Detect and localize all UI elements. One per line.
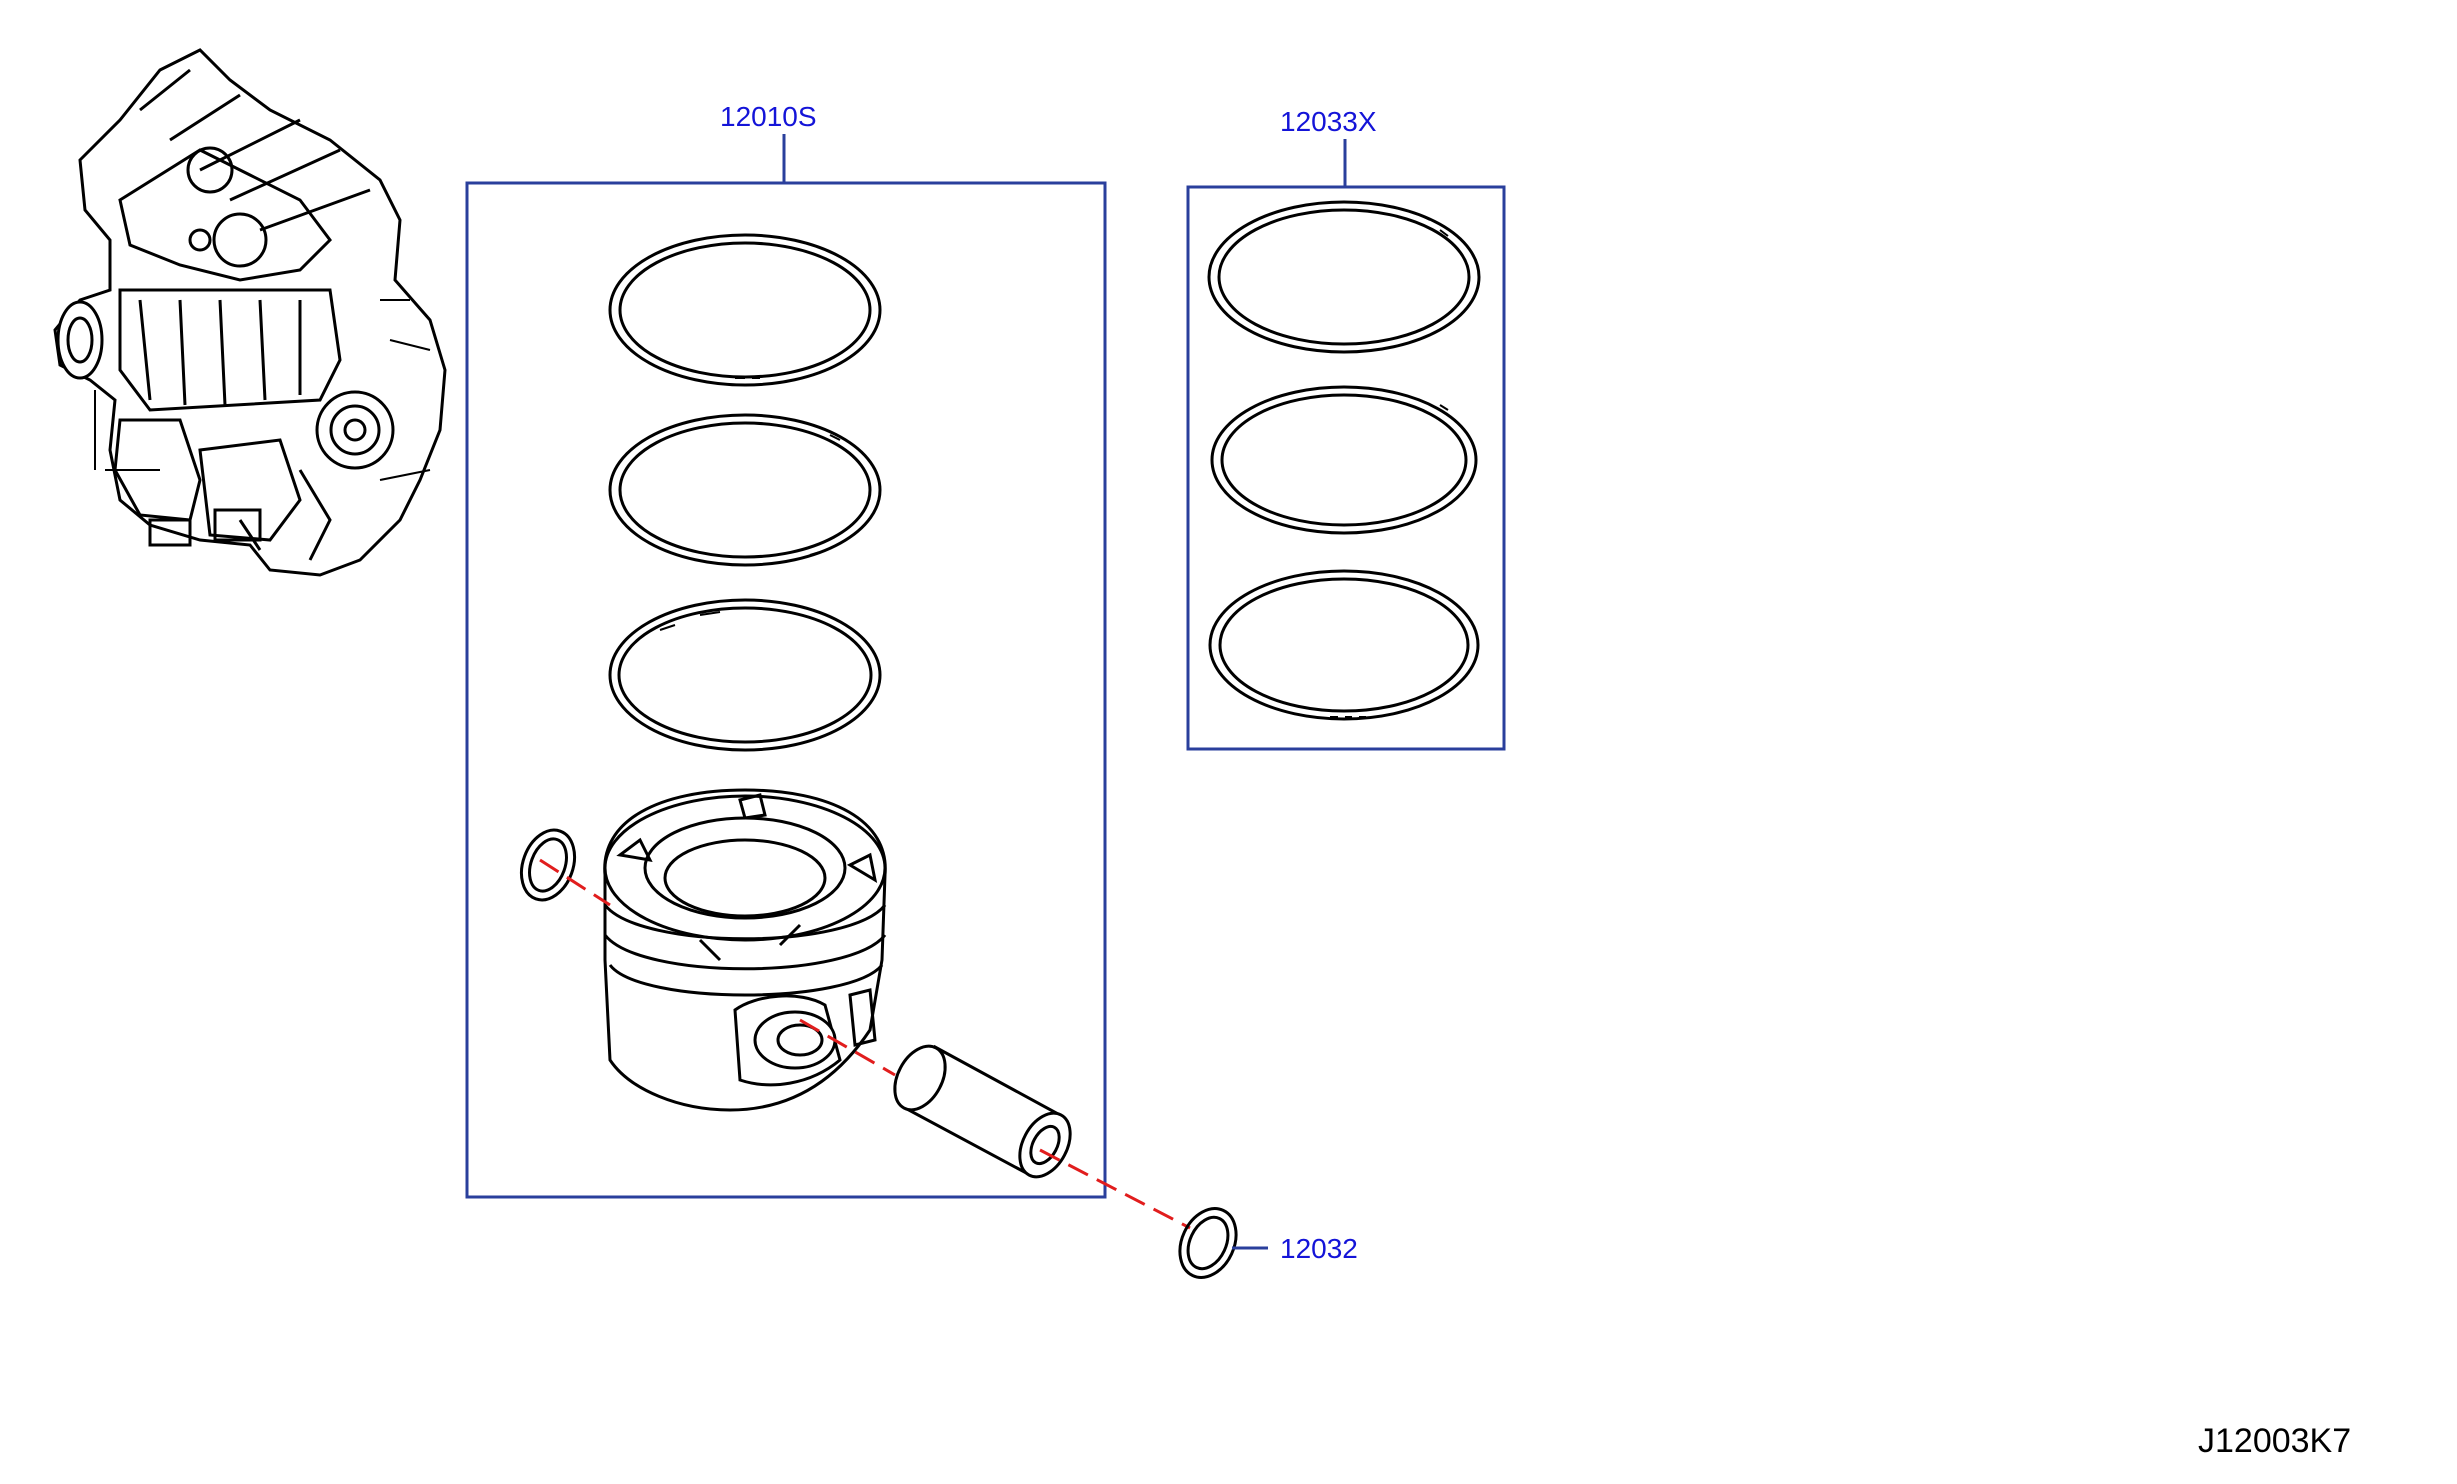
piston-assembly-box xyxy=(465,181,1107,1199)
piston-ring-icon xyxy=(608,413,882,567)
figure-reference: J12003K7 xyxy=(2198,1422,2351,1460)
piston-ring-icon xyxy=(608,598,882,752)
ring-set-box xyxy=(1186,185,1506,751)
callout-12033x[interactable]: 12033X xyxy=(1280,106,1377,137)
engine-assembly-icon xyxy=(53,48,447,577)
piston-ring-icon xyxy=(1210,385,1478,535)
piston-ring-icon xyxy=(608,233,882,387)
snap-ring-icon xyxy=(1178,1207,1238,1279)
piston-ring-icon xyxy=(1208,569,1480,721)
piston-icon xyxy=(603,788,887,1112)
center-line xyxy=(539,858,1191,1230)
piston-pin-icon xyxy=(893,1044,1072,1179)
piston-assembly-group: 12010S xyxy=(465,101,1107,1199)
piston-ring-icon xyxy=(1207,200,1481,354)
ring-set-group: 12033X xyxy=(1186,106,1506,751)
snap-ring-icon xyxy=(519,828,577,902)
callout-12010s[interactable]: 12010S xyxy=(720,101,817,132)
callout-12032[interactable]: 12032 xyxy=(1280,1233,1358,1264)
